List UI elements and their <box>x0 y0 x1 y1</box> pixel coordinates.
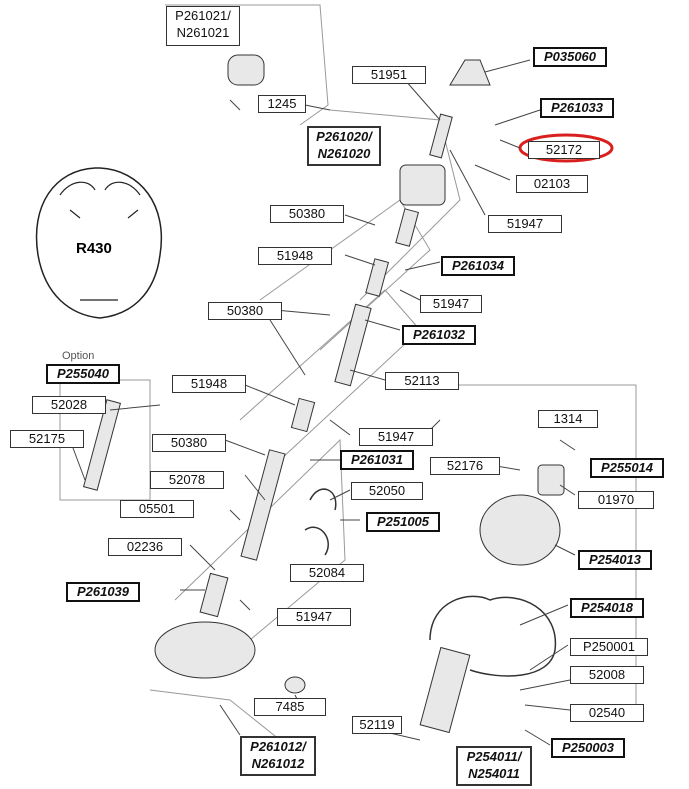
label-52078: 52078 <box>150 471 224 489</box>
label-P250003: P250003 <box>551 738 625 758</box>
part-P254011 <box>419 646 471 734</box>
part-02236 <box>199 572 229 618</box>
part-P261020 <box>399 164 446 206</box>
label-P250001: P250001 <box>570 638 648 656</box>
part-01970 <box>537 464 565 496</box>
label-02103: 02103 <box>516 175 588 193</box>
part-P254018 <box>429 595 557 677</box>
part-51948-a <box>365 258 390 297</box>
label-7485: 7485 <box>254 698 326 716</box>
label-02540: 02540 <box>570 704 644 722</box>
label-P254018: P254018 <box>570 598 644 618</box>
frame-mid1 <box>329 109 461 301</box>
label-P255040: P255040 <box>46 364 120 384</box>
label-P261033: P261033 <box>540 98 614 118</box>
frame-top <box>165 4 329 126</box>
part-7485 <box>284 676 306 694</box>
part-51948-b <box>290 397 316 433</box>
label-52113: 52113 <box>385 372 459 390</box>
part-51951 <box>429 113 453 159</box>
label-51947-b: 51947 <box>420 295 482 313</box>
part-P261021 <box>227 54 265 86</box>
label-05501: 05501 <box>120 500 194 518</box>
label-52176: 52176 <box>430 457 500 475</box>
part-P251005 <box>304 488 337 556</box>
label-P261012: P261012/ N261012 <box>240 736 316 776</box>
label-P254013: P254013 <box>578 550 652 570</box>
label-52028: 52028 <box>32 396 106 414</box>
part-52113 <box>334 303 372 387</box>
label-P261034: P261034 <box>441 256 515 276</box>
part-P035060 <box>449 59 491 86</box>
label-50380-b: 50380 <box>208 302 282 320</box>
label-P261020: P261020/ N261020 <box>307 126 381 166</box>
label-52050: 52050 <box>351 482 423 500</box>
label-1245: 1245 <box>258 95 306 113</box>
label-51947-a: 51947 <box>488 215 562 233</box>
label-52008: 52008 <box>570 666 644 684</box>
label-52084: 52084 <box>290 564 364 582</box>
part-52028 <box>82 399 122 491</box>
label-1314: 1314 <box>538 410 598 428</box>
label-52119: 52119 <box>352 716 402 734</box>
label-51947-d: 51947 <box>277 608 351 626</box>
label-51948-a: 51948 <box>258 247 332 265</box>
label-P255014: P255014 <box>590 458 664 478</box>
label-P254011: P254011/ N254011 <box>456 746 532 786</box>
frame-base <box>149 689 281 741</box>
label-52175: 52175 <box>10 430 84 448</box>
r430-profile <box>35 167 163 319</box>
part-P254013 <box>479 494 561 566</box>
label-P261021: P261021/ N261021 <box>166 6 240 46</box>
part-P261012 <box>154 621 256 679</box>
label-P251005: P251005 <box>366 512 440 532</box>
label-P035060: P035060 <box>533 47 607 67</box>
part-50380-a <box>395 208 420 247</box>
profile-label: R430 <box>76 240 112 257</box>
label-02236: 02236 <box>108 538 182 556</box>
label-50380-a: 50380 <box>270 205 344 223</box>
label-51948-b: 51948 <box>172 375 246 393</box>
option-label: Option <box>62 350 95 362</box>
label-P261032: P261032 <box>402 325 476 345</box>
label-P261031: P261031 <box>340 450 414 470</box>
label-P261039: P261039 <box>66 582 140 602</box>
label-50380-c: 50380 <box>152 434 226 452</box>
frame-mid3 <box>239 289 421 461</box>
label-01970: 01970 <box>578 491 654 509</box>
label-52172: 52172 <box>528 141 600 159</box>
label-51951: 51951 <box>352 66 426 84</box>
part-52078 <box>240 449 286 561</box>
label-51947-c: 51947 <box>359 428 433 446</box>
